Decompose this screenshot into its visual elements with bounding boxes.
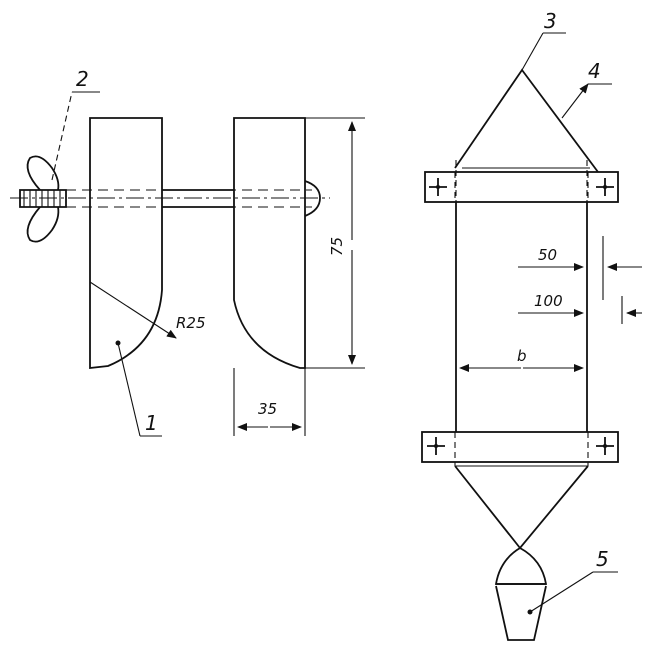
upper-left-screw	[429, 178, 447, 196]
width-label: b	[517, 347, 527, 365]
callout-2-leader	[51, 91, 73, 181]
upper-right-screw	[596, 178, 614, 196]
callout-3-label: 3	[544, 9, 557, 33]
right-view: 3 4 5 50 100 b	[421, 9, 642, 641]
lower-right-screw	[596, 437, 614, 455]
radius-arrow	[89, 281, 177, 339]
thickness-label: 35	[258, 400, 277, 418]
callout-4-leader	[561, 83, 589, 119]
plate-right-outline	[233, 117, 306, 369]
upper-clamp-bar	[424, 171, 619, 203]
left-view: 2 R25 1 75 35	[10, 67, 365, 437]
callout-5-label: 5	[596, 547, 609, 571]
weight	[494, 546, 548, 641]
dim-100-label: 100	[534, 292, 563, 310]
callout-1-leader	[117, 342, 141, 437]
wing-nut	[19, 155, 67, 243]
height-label: 75	[328, 237, 346, 256]
callout-4-label: 4	[588, 59, 601, 83]
radius-label: R25	[176, 314, 206, 332]
bolt	[10, 180, 330, 217]
bolt-head	[304, 180, 321, 217]
callout-1-label: 1	[145, 411, 158, 435]
plate-left-outline	[89, 117, 163, 370]
callout-3-leader	[521, 32, 544, 71]
upper-sling	[454, 68, 599, 173]
lower-left-screw	[427, 437, 445, 455]
callout-2-label: 2	[76, 67, 89, 91]
lower-clamp-bar	[421, 431, 619, 463]
dim-50-label: 50	[538, 246, 557, 264]
lower-sling	[454, 465, 589, 550]
callout-5-leader	[529, 571, 594, 613]
